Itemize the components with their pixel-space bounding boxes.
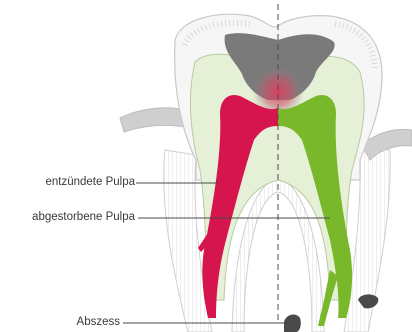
label-inflamed-pulp: entzündete Pulpa: [45, 176, 135, 188]
label-dead-pulp: abgestorbene Pulpa: [32, 211, 135, 223]
abscess-center: [284, 315, 301, 332]
label-abscess: Abszess: [77, 316, 120, 328]
